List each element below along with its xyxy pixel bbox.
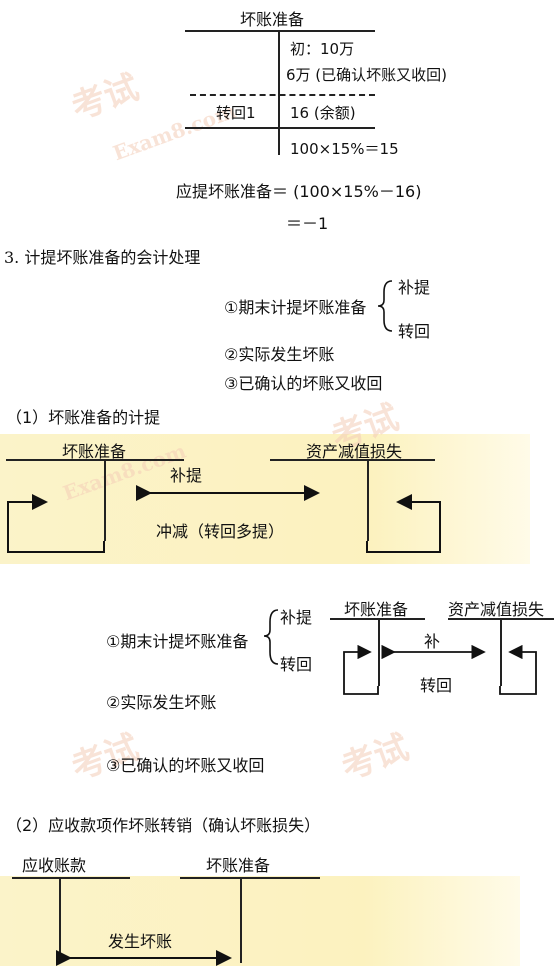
t-account-right-balance: 16 (余额) [290,104,356,122]
list-item: ①期末计提坏账准备 [106,632,249,651]
t-account-title: 坏账准备 [206,856,271,875]
t-account-top-line [6,459,184,461]
list-subitem: 转回 [398,322,431,341]
return-arrow-left [343,644,379,695]
dashed-divider [190,94,375,96]
brace [263,609,279,665]
list-item: ①期末计提坏账准备 [224,298,367,317]
t-account-top-line [185,30,375,32]
t-account-vertical-line [59,877,61,963]
arrow-label: 补提 [170,466,203,485]
list-subitem: 补提 [398,278,431,297]
list-item: ②实际发生坏账 [224,345,335,364]
subsection-heading: （2）应收款项作坏账转销（确认坏账损失） [6,816,321,835]
t-account-title: 坏账准备 [62,442,127,461]
t-account-top-line [270,459,435,461]
arrow-label: 转回 [420,676,453,695]
formula-line-2: ＝－1 [286,214,329,233]
t-account-vertical-line [104,459,106,541]
t-account-vertical-line [378,618,380,686]
t-account-vertical-line [367,459,369,541]
brace [377,280,393,332]
arrow-label: 冲减（转回多提） [156,522,285,541]
return-arrow-left [7,494,105,553]
t-account-sum-line [185,127,375,129]
t-account-title: 资产减值损失 [306,442,403,461]
list-item: ③已确认的坏账又收回 [224,374,383,393]
t-account-left-label: 转回1 [216,104,256,122]
t-account-vertical-line [240,877,242,963]
return-arrow-right [366,494,441,553]
t-account-top-line [330,618,425,620]
list-item: ②实际发生坏账 [106,693,217,712]
return-arrow-right [499,644,537,695]
t-account-title: 应收账款 [22,856,87,875]
list-subitem: 转回 [280,655,313,674]
section-heading: 3. 计提坏账准备的会计处理 [4,248,201,267]
t-account-line1: 初：10万 [290,40,355,58]
list-subitem: 补提 [280,608,313,627]
t-account-vertical-line [278,30,280,155]
formula-line-1: 应提坏账准备＝ (100×15%－16) [176,182,422,201]
t-account-title: 资产减值损失 [448,600,545,619]
t-account-top-line [180,877,320,879]
list-item: ③已确认的坏账又收回 [106,756,265,775]
arrow-label: 发生坏账 [108,932,173,951]
t-account-calc: 100×15%＝15 [290,140,399,158]
t-account-title: 坏账准备 [240,10,305,29]
t-account-vertical-line [500,618,502,686]
t-account-top-line [12,877,130,879]
t-account-line2: 6万 (已确认坏账又收回) [286,66,448,84]
t-account-title: 坏账准备 [344,600,409,619]
subsection-heading: （1）坏账准备的计提 [6,408,161,427]
